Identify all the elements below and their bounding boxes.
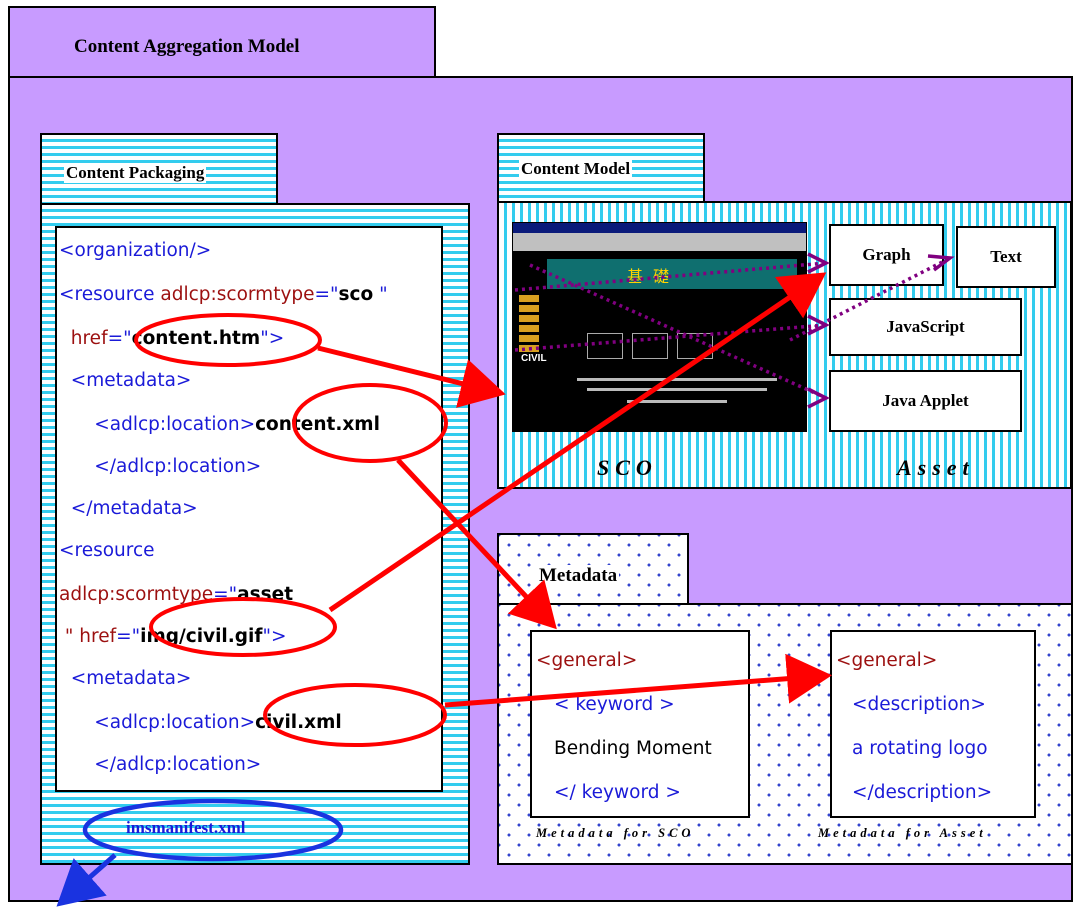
manifest-code-token: <resource xyxy=(59,540,155,561)
asset-javascript-label: JavaScript xyxy=(886,317,965,336)
manifest-code-token: href xyxy=(59,328,108,349)
manifest-code-token: asset xyxy=(237,584,294,605)
manifest-code-token: > xyxy=(239,414,256,435)
manifest-code-token: adlcp:scormtype xyxy=(160,284,315,305)
metadata-title: Metadata xyxy=(537,565,620,587)
imsmanifest-label: imsmanifest.xml xyxy=(126,818,246,837)
metadata-sco-line: <general> xyxy=(536,650,638,671)
manifest-code-token: =" xyxy=(314,284,339,305)
metadata-for-asset-caption: Metadata for Asset xyxy=(818,826,987,840)
manifest-code-token: adlcp:scormtype xyxy=(59,584,214,605)
manifest-code-token: civil.xml xyxy=(255,712,342,733)
manifest-code-token: <organization/> xyxy=(59,240,212,261)
metadata-asset-line: <description> xyxy=(852,694,986,715)
metadata-for-asset-box: <general> <description> a rotating logo … xyxy=(830,630,1036,818)
metadata-sco-line: </ keyword > xyxy=(554,782,681,803)
manifest-code-line: </adlcp:location> xyxy=(59,754,261,775)
sco-page-content: 基礎 CIVIL xyxy=(517,253,804,429)
manifest-code-token: </adlcp:location> xyxy=(59,456,262,477)
manifest-code-token: <metadata> xyxy=(59,370,192,391)
sco-caption: SCO xyxy=(597,455,658,480)
manifest-code-line: <metadata> xyxy=(59,668,192,689)
asset-graph-label: Graph xyxy=(862,245,911,264)
sco-beam-figure xyxy=(677,333,713,359)
asset-text-box: Text xyxy=(956,226,1056,288)
content-model-title: Content Model xyxy=(519,159,633,179)
sco-window-titlebar xyxy=(513,223,806,233)
manifest-code-token: " xyxy=(373,284,388,305)
manifest-code-token: content.xml xyxy=(255,414,380,435)
manifest-code-line: href="content.htm"> xyxy=(59,328,284,349)
content-packaging-tab: Content Packaging xyxy=(40,133,278,205)
manifest-code-token: </metadata> xyxy=(59,498,198,519)
sco-civil-label: CIVIL xyxy=(521,353,547,364)
metadata-tab: Metadata xyxy=(497,533,689,605)
manifest-code-line: <adlcp:location>content.xml xyxy=(59,414,380,435)
manifest-code-token: =" xyxy=(213,584,238,605)
asset-java-applet-box: Java Applet xyxy=(829,370,1022,432)
content-model-tab: Content Model xyxy=(497,133,705,203)
manifest-code-token: " href xyxy=(59,626,117,647)
manifest-code-line: adlcp:scormtype="asset xyxy=(59,584,293,605)
manifest-code-token: </adlcp:location> xyxy=(59,754,262,775)
content-aggregation-model-title: Content Aggregation Model xyxy=(74,36,300,57)
manifest-code-token: "> xyxy=(262,626,287,647)
manifest-code-line: </adlcp:location> xyxy=(59,456,261,477)
metadata-for-sco-caption: Metadata for SCO xyxy=(536,826,695,840)
asset-java-applet-label: Java Applet xyxy=(882,391,969,410)
manifest-code-token: =" xyxy=(107,328,132,349)
manifest-code-token: > xyxy=(239,712,256,733)
sco-window-toolbar xyxy=(513,233,806,251)
sco-footer-text xyxy=(627,400,727,403)
manifest-code-token: <resource xyxy=(59,284,161,305)
manifest-code-line: <organization/> xyxy=(59,240,211,261)
sco-screenshot: 基礎 CIVIL xyxy=(512,222,807,432)
sco-footer-text xyxy=(577,378,777,381)
sco-beam-figure xyxy=(587,333,623,359)
manifest-code-token: content.htm xyxy=(131,328,261,349)
asset-graph-box: Graph xyxy=(829,224,944,286)
manifest-code-line: <metadata> xyxy=(59,370,192,391)
metadata-sco-line: < keyword > xyxy=(554,694,675,715)
metadata-asset-line: </description> xyxy=(852,782,993,803)
asset-caption: Asset xyxy=(897,455,975,480)
sco-banner: 基礎 xyxy=(547,259,797,289)
sco-footer-text xyxy=(587,388,767,391)
asset-javascript-box: JavaScript xyxy=(829,298,1022,356)
manifest-code-token: =" xyxy=(116,626,141,647)
sco-beam-figure xyxy=(632,333,668,359)
manifest-code-token: img/civil.gif xyxy=(140,626,263,647)
asset-text-label: Text xyxy=(990,247,1022,266)
manifest-code-line: <adlcp:location>civil.xml xyxy=(59,712,342,733)
manifest-code-token: <metadata> xyxy=(59,668,192,689)
manifest-code-panel: <organization/> <resource adlcp:scormtype… xyxy=(55,226,443,792)
content-aggregation-model-tab: Content Aggregation Model xyxy=(8,6,436,78)
metadata-for-sco-box: <general> < keyword > Bending Moment </ … xyxy=(530,630,750,818)
manifest-code-token: <adlcp:location xyxy=(59,712,240,733)
manifest-code-token: <adlcp:location xyxy=(59,414,240,435)
manifest-code-line: " href="img/civil.gif"> xyxy=(59,626,287,647)
metadata-sco-line: Bending Moment xyxy=(554,738,712,759)
metadata-asset-line: a rotating logo xyxy=(852,738,988,759)
manifest-code-token: "> xyxy=(260,328,285,349)
metadata-asset-line: <general> xyxy=(836,650,938,671)
content-packaging-title: Content Packaging xyxy=(64,163,207,183)
manifest-code-token: sco xyxy=(338,284,374,305)
manifest-code-line: <resource adlcp:scormtype="sco " xyxy=(59,284,388,305)
manifest-code-line: <resource xyxy=(59,540,155,561)
manifest-code-line: </metadata> xyxy=(59,498,198,519)
